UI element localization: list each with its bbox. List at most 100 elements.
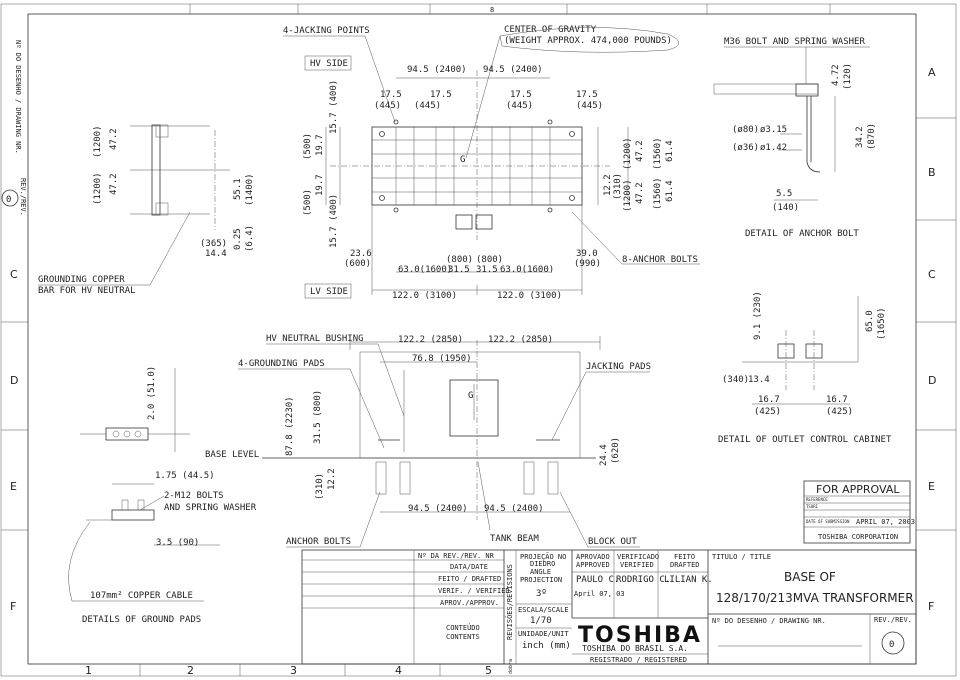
cabinet-dim-167-right: 16.7 <box>826 395 848 405</box>
tb-proj-3: ANGLE <box>530 568 551 576</box>
tb-rev-value: 0 <box>889 640 894 650</box>
gbar-dim-64: (6.4) <box>245 225 255 252</box>
dim-1200-right-top: (1200) <box>623 137 633 170</box>
tb-verified-name: RODRIGO C. <box>616 575 670 585</box>
dim-175-a: 17.5 <box>380 90 402 100</box>
row-label-c: C <box>928 268 936 281</box>
elev-g-mark: G <box>468 391 473 401</box>
row-label-b: B <box>928 166 936 179</box>
gbar-dim-365: (365) <box>200 239 227 249</box>
left-rev-label: REV./REV. <box>19 178 27 216</box>
elev-dim-244: 24.4 <box>599 444 609 466</box>
tb-verified-h2: VERIFIED <box>620 561 654 569</box>
anchor-bolt-title: DETAIL OF ANCHOR BOLT <box>745 229 859 239</box>
dim-1220-left: 122.0 (3100) <box>392 291 457 301</box>
dim-236: 23.6 <box>350 249 372 259</box>
col-label-3: 3 <box>290 664 297 677</box>
grounding-pads-label: 4-GROUNDING PADS <box>238 359 325 369</box>
dim-600: (600) <box>344 259 371 269</box>
dim-945-left: 94.5 (2400) <box>407 65 467 75</box>
dim-390: 39.0 <box>576 249 598 259</box>
cabinet-title: DETAIL OF OUTLET CONTROL CABINET <box>718 435 892 445</box>
row-label-a: A <box>928 66 936 79</box>
anchor-bolts-plan-label: 8-ANCHOR BOLTS <box>622 255 698 265</box>
row-label-e-left: E <box>10 480 17 493</box>
dim-614-top: 61.4 <box>665 140 675 162</box>
left-rev-value: 0 <box>6 195 11 205</box>
approval-date-label: DATE OF SUBMISSION <box>806 519 850 524</box>
gbar-dim-1200-top: (1200) <box>93 125 103 158</box>
dim-445-a: (445) <box>374 101 401 111</box>
dim-990: (990) <box>574 259 601 269</box>
approval-date: APRIL 07, 2003 <box>856 518 915 526</box>
tb-approved-h2: APPROVED <box>576 561 610 569</box>
dim-800-right: (800) <box>476 255 503 265</box>
anchor-dim-phi80: (ø80) <box>732 125 759 135</box>
ground-pads-detail <box>80 368 220 546</box>
tb-drawing-nr-label: Nº DO DESENHO / DRAWING NR. <box>712 617 826 625</box>
hv-side-label: HV SIDE <box>310 59 348 69</box>
row-label-f: F <box>928 600 934 613</box>
tb-date: DATA/DATE <box>450 563 488 571</box>
elev-dim-945-left: 94.5 (2400) <box>408 504 468 514</box>
anchor-dim-140: (140) <box>772 203 799 213</box>
row-label-d-left: D <box>10 374 18 387</box>
tb-approved-h1: APROVADO <box>576 553 610 561</box>
anchor-dim-472: 4.72 <box>831 64 841 86</box>
row-label-e: E <box>928 480 935 493</box>
elev-dim-310: (310) <box>315 473 325 500</box>
pad-bolts-label-1: 2-M12 BOLTS <box>164 491 224 501</box>
gbar-dim-025: 0.25 <box>233 228 243 250</box>
dim-500-bottom: (500) <box>303 189 313 216</box>
tb-drafted-name: LILIAN K. <box>664 575 713 585</box>
cabinet-dim-91: 9.1 (230) <box>753 291 763 340</box>
pad-dim-35: 3.5 (90) <box>156 538 199 548</box>
anchor-dim-870: (870) <box>867 123 877 150</box>
tb-revisions: REVISÕES/REVISIONS <box>505 564 514 640</box>
left-rev-circle <box>1 189 19 207</box>
anchor-dim-142: ø1.42 <box>760 143 787 153</box>
dim-157-top: 15.7 (400) <box>329 80 339 134</box>
dim-315-left: 31.5 <box>448 265 470 275</box>
dim-315-right: 31.5 <box>476 265 498 275</box>
tank-beam-label: TANK BEAM <box>490 534 539 544</box>
lv-side-label: LV SIDE <box>310 287 348 297</box>
dim-472-right-bottom: 47.2 <box>635 182 645 204</box>
tb-proj-4: PROJECTION <box>520 576 562 584</box>
tb-proj-1: PROJEÇÃO NO <box>520 552 566 561</box>
gbar-dim-144: 14.4 <box>205 249 227 259</box>
tb-unit: inch (mm) <box>522 641 571 651</box>
tb-contents-2: CONTENTS <box>446 633 480 641</box>
plan-view <box>325 70 629 295</box>
tb-contents-1: CONTEÚDO <box>446 623 480 632</box>
tb-scale: 1/70 <box>530 616 552 626</box>
base-level-label: BASE LEVEL <box>205 450 259 460</box>
top-sheet-number: 8 <box>490 6 494 14</box>
approval-stamp <box>803 480 911 544</box>
elev-dim-945-right: 94.5 (2400) <box>484 504 544 514</box>
tb-title-label: TITULO / TITLE <box>712 553 771 561</box>
col-label-5: 5 <box>485 664 492 677</box>
cabinet-detail <box>742 296 859 405</box>
left-drawing-number-label: Nº DO DESENHO / DRAWING NR. <box>14 40 22 154</box>
tb-scale-label: ESCALA/SCALE <box>518 606 569 614</box>
anchor-dim-120: (120) <box>843 63 853 90</box>
tb-title-line-1: BASE OF <box>784 570 836 584</box>
tb-dobra: dobra <box>508 659 514 674</box>
dim-175-c: 17.5 <box>510 90 532 100</box>
center-of-gravity-label: CENTER OF GRAVITY <box>504 25 597 35</box>
block-out-label: BLOCK OUT <box>588 537 637 547</box>
approval-corp: TOSHIBA CORPORATION <box>818 533 898 541</box>
dim-157-bottom: 15.7 (400) <box>329 194 339 248</box>
elev-dim-1222-left: 122.2 (2850) <box>398 335 463 345</box>
dim-63-right: 63.0(1600) <box>500 265 554 275</box>
row-label-d: D <box>928 374 936 387</box>
cabinet-dim-340: (340) <box>722 375 749 385</box>
tb-drafted-h2: DRAFTED <box>670 561 700 569</box>
cabinet-dim-134: 13.4 <box>748 375 770 385</box>
dim-197-bottom: 19.7 <box>315 174 325 196</box>
copper-cable-label: 107mm² COPPER CABLE <box>90 591 193 601</box>
gbar-dim-472-bottom: 47.2 <box>109 173 119 195</box>
gbar-dim-472-top: 47.2 <box>109 128 119 150</box>
